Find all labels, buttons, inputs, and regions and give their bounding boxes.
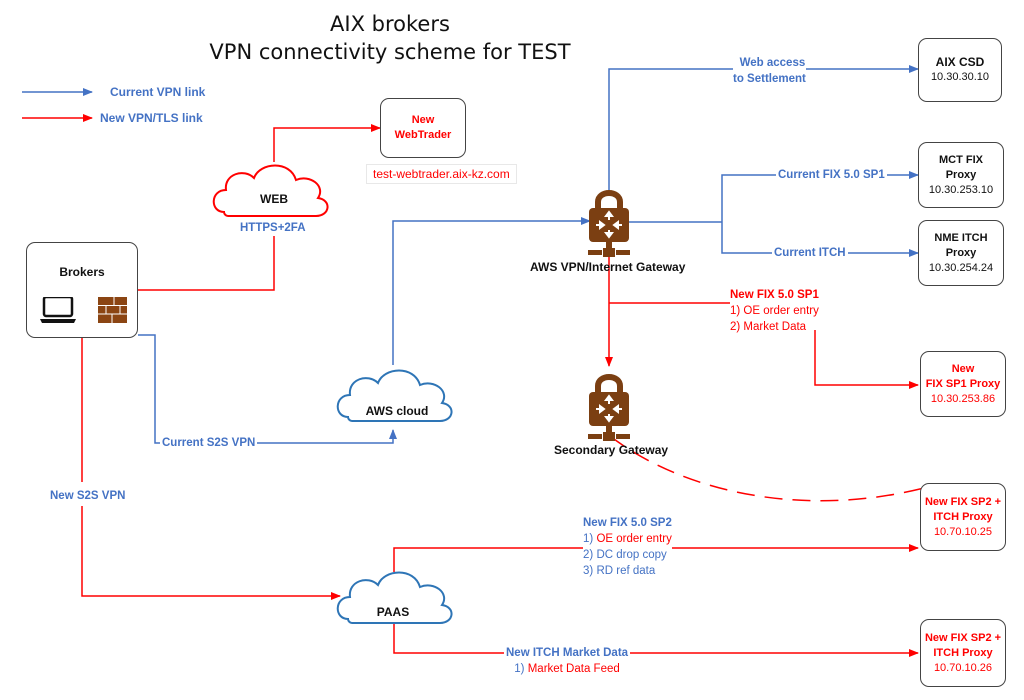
new-s2s-label: New S2S VPN [48, 486, 128, 506]
new-fix-sp1-item: 1) OE order entry [730, 305, 819, 317]
web-cloud-label: WEB [260, 192, 288, 206]
new-fix-sp1-proxy-node[interactable]: New FIX SP1 Proxy 10.30.253.86 [920, 351, 1006, 417]
mct-fix-name2: Proxy [945, 168, 977, 181]
nme-itch-proxy-node[interactable]: NME ITCH Proxy 10.30.254.24 [918, 220, 1004, 286]
webtrader-line1: New [411, 114, 435, 126]
new-fix-sp2-proxy-node-b[interactable]: New FIX SP2 + ITCH Proxy 10.70.10.26 [920, 619, 1006, 687]
link-new-s2s-b [81, 506, 341, 600]
mct-fix-ip: 10.30.253.10 [928, 183, 994, 196]
aix-csd-node[interactable]: AIX CSD 10.30.30.10 [918, 38, 1002, 102]
link-secondary-dashed [609, 435, 929, 502]
nme-itch-name2: Proxy [945, 246, 977, 259]
web-access-label: Web access to Settlement [733, 55, 806, 87]
web-access-line1: Web access [739, 57, 806, 69]
legend-new-label: New VPN/TLS link [100, 111, 203, 125]
new-fix-sp1-title: New FIX 5.0 SP1 [730, 289, 819, 301]
new-fix-sp2-proxy-node-a[interactable]: New FIX SP2 + ITCH Proxy 10.70.10.25 [920, 483, 1006, 551]
new-fix-sp2-a-name2: ITCH Proxy [933, 510, 993, 523]
nme-itch-ip: 10.30.254.24 [928, 261, 994, 274]
link-current-s2s [138, 334, 397, 444]
webtrader-node[interactable]: New WebTrader [380, 98, 466, 158]
link-new-fix-sp2 [393, 544, 919, 572]
new-fix-sp2-item: 1) OE order entry [583, 531, 672, 547]
secondary-gateway-label: Secondary Gateway [554, 443, 669, 457]
link-current-itch [721, 222, 919, 257]
link-brokers-web [138, 222, 275, 291]
link-aws-gateway [392, 217, 591, 365]
new-itch-title: New ITCH Market Data [506, 647, 629, 659]
diagram-title-line1: AIX brokers [330, 12, 450, 36]
new-fix-sp1-name1: New [951, 362, 975, 375]
aix-csd-ip: 10.30.30.10 [930, 71, 990, 83]
current-fix-label: Current FIX 5.0 SP1 [776, 167, 887, 183]
link-new-fix-sp1-b [814, 330, 919, 389]
link-new-itch [393, 622, 919, 657]
secondary-gateway-icon [588, 377, 630, 441]
mct-fix-name1: MCT FIX [939, 153, 983, 166]
web-cloud-sublabel: HTTPS+2FA [240, 220, 306, 236]
aix-csd-name: AIX CSD [935, 55, 985, 69]
new-fix-sp1-ip: 10.30.253.86 [930, 392, 996, 405]
new-fix-sp2-b-ip: 10.70.10.26 [933, 661, 993, 674]
new-fix-sp1-item: 2) Market Data [730, 321, 807, 333]
web-cloud-icon [212, 164, 329, 217]
laptop-icon [40, 297, 76, 323]
new-fix-sp2-title: New FIX 5.0 SP2 [583, 517, 672, 529]
mct-fix-proxy-node[interactable]: MCT FIX Proxy 10.30.253.10 [918, 142, 1004, 208]
link-web-access [608, 65, 919, 190]
current-itch-label: Current ITCH [772, 245, 848, 261]
diagram-title-line2: VPN connectivity scheme for TEST [209, 40, 571, 64]
paas-label: PAAS [376, 605, 410, 619]
aws-gateway-icon [588, 193, 630, 257]
aws-gateway-label: AWS VPN/Internet Gateway [530, 260, 686, 274]
web-access-line2: to Settlement [733, 73, 806, 85]
new-fix-sp2-a-name1: New FIX SP2 + [924, 495, 1002, 508]
new-fix-sp1-label: New FIX 5.0 SP1 1) OE order entry 2) Mar… [730, 287, 819, 335]
new-fix-sp2-b-name1: New FIX SP2 + [924, 631, 1002, 644]
webtrader-url[interactable]: test-webtrader.aix-kz.com [366, 164, 517, 184]
new-itch-label: New ITCH Market Data 1) Market Data Feed [504, 645, 631, 677]
new-fix-sp2-item: 3) RD ref data [583, 565, 656, 577]
new-fix-sp1-name2: FIX SP1 Proxy [925, 377, 1001, 390]
firewall-icon [98, 297, 127, 323]
link-web-webtrader [273, 124, 381, 162]
new-fix-sp2-a-ip: 10.70.10.25 [933, 525, 993, 538]
aws-cloud-label: AWS cloud [365, 404, 429, 418]
webtrader-line2: WebTrader [394, 129, 452, 141]
new-fix-sp2-b-name2: ITCH Proxy [933, 646, 993, 659]
current-s2s-label: Current S2S VPN [160, 435, 258, 451]
new-itch-item: 1) Market Data Feed [514, 663, 620, 675]
legend-current-label: Current VPN link [110, 85, 206, 99]
new-fix-sp2-label: New FIX 5.0 SP2 1) OE order entry 2) DC … [583, 515, 672, 579]
nme-itch-name1: NME ITCH [934, 231, 988, 244]
brokers-label: Brokers [59, 265, 105, 279]
new-fix-sp2-item: 2) DC drop copy [583, 549, 667, 561]
